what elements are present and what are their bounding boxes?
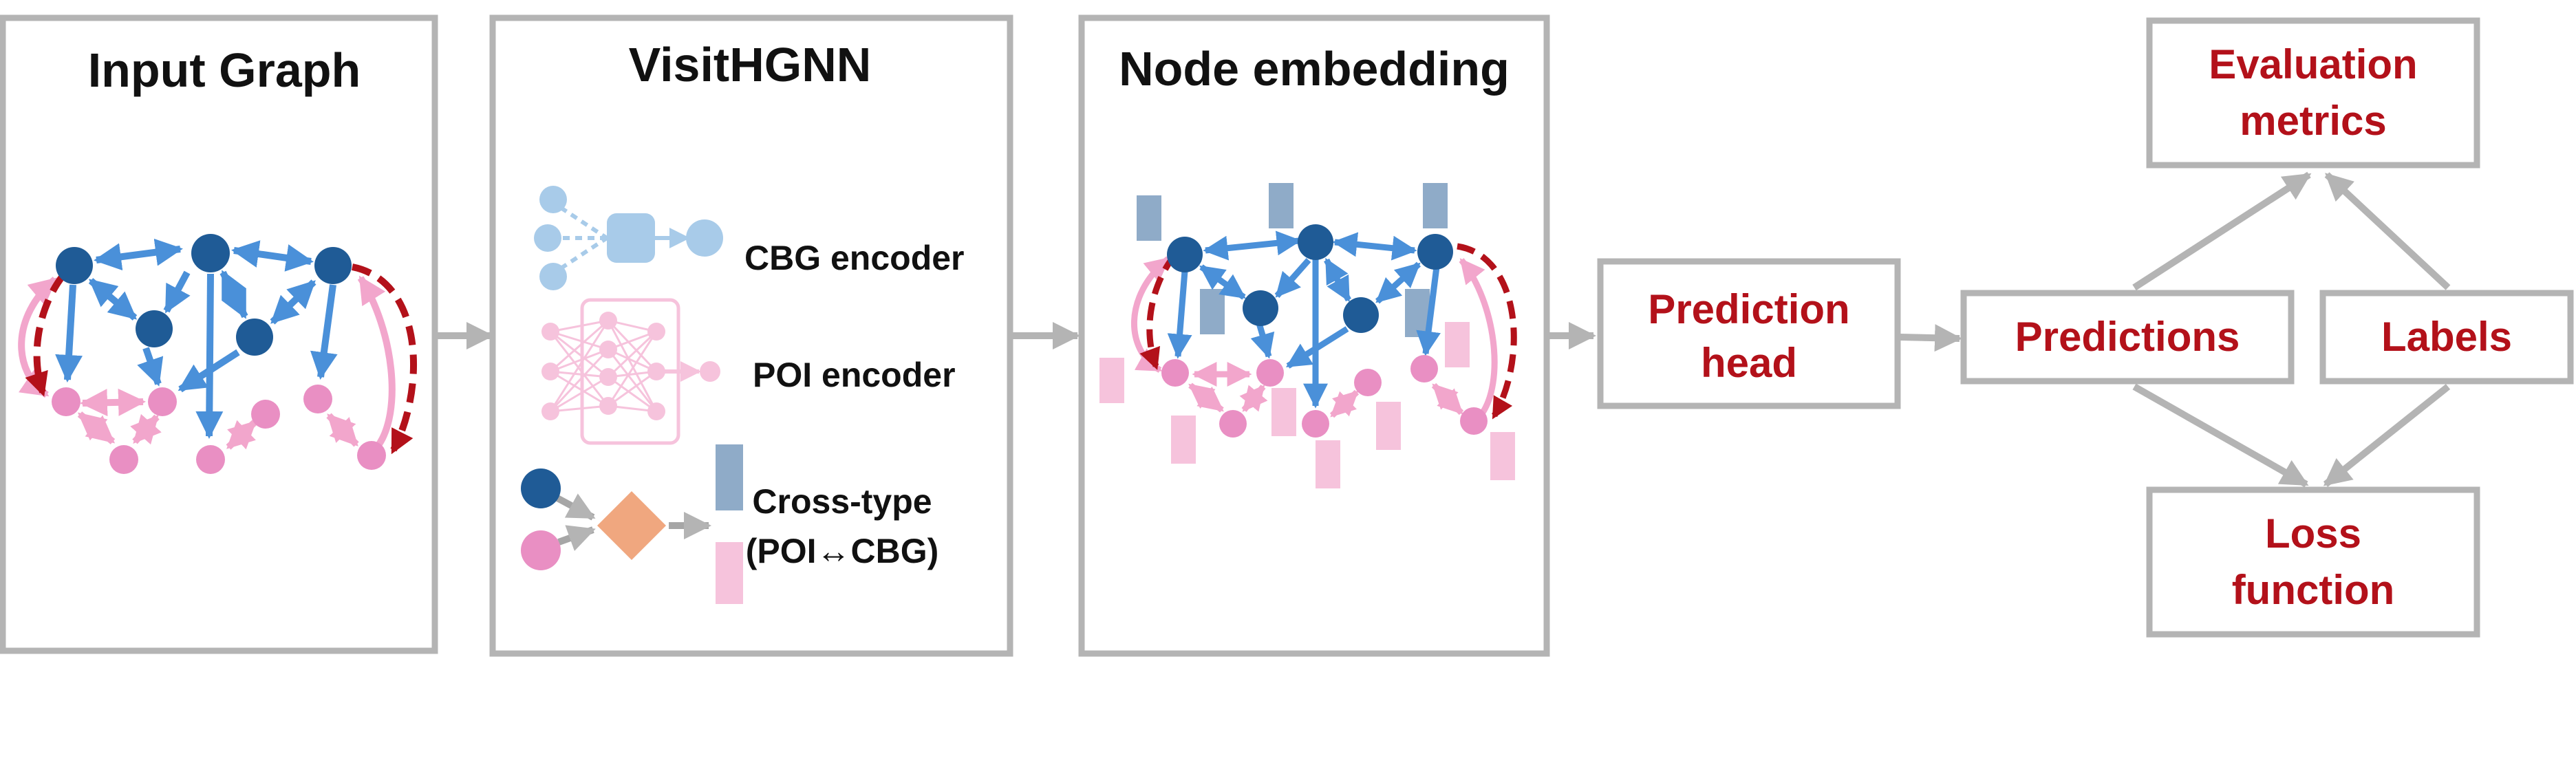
loss-function-box: Loss function: [2146, 486, 2480, 638]
loss-function-label: Loss: [2265, 510, 2361, 557]
evaluation-metrics-label: Evaluation: [2209, 41, 2417, 87]
poi-node: [1256, 359, 1284, 387]
cbg-node: [314, 247, 352, 284]
cross-type-label: Cross-type: [752, 482, 932, 521]
poi-node: [1161, 359, 1189, 387]
input-graph-panel: Input Graph: [0, 14, 438, 654]
poi-node: [357, 441, 386, 470]
labels-box: Labels: [2319, 290, 2574, 385]
poi-node: [196, 445, 225, 474]
cross-type-icon: [521, 444, 743, 604]
arrow-labels-to-metrics: [2324, 172, 2451, 290]
poi-embedding-vector: [1171, 416, 1196, 464]
evaluation-metrics-box: Evaluation metrics: [2146, 17, 2480, 169]
cbg-node: [1343, 297, 1379, 333]
poi-node: [1302, 410, 1329, 438]
poi-node: [303, 385, 332, 413]
input-graph-edges: [18, 238, 417, 455]
cbg-node: [56, 247, 93, 284]
cbg-node: [136, 310, 173, 347]
arrow-head-to-predictions: [1900, 324, 1962, 352]
input-graph-nodes: [52, 234, 386, 474]
embedding-nodes: [1161, 224, 1488, 438]
poi-node: [109, 445, 138, 474]
poi-encoder-icon: [541, 298, 720, 445]
poi-node: [1410, 355, 1438, 382]
connector-arrows: [2132, 171, 2451, 488]
cross-type-sublabel: (POI↔CBG): [746, 532, 939, 570]
poi-embedding-vector: [1316, 440, 1340, 488]
poi-node: [1219, 410, 1247, 438]
poi-embedding-vector: [1099, 358, 1124, 403]
poi-embedding-vector: [1271, 388, 1296, 436]
prediction-head-box: Prediction head: [1597, 258, 1901, 409]
poi-node: [148, 387, 177, 416]
cbg-node: [236, 319, 273, 356]
arrow-labels-to-loss: [2323, 384, 2451, 487]
cbg-node: [1243, 290, 1278, 326]
prediction-head-label: Prediction: [1648, 286, 1849, 332]
cbg-embedding-vector: [1423, 183, 1448, 228]
cbg-embedding-vector: [1137, 195, 1161, 241]
embedding-edges: [1130, 230, 1517, 420]
predictions-box: Predictions: [1960, 290, 2295, 385]
input-graph-title: Input Graph: [88, 43, 361, 97]
labels-label: Labels: [2381, 314, 2512, 360]
cbg-node: [1298, 224, 1333, 260]
visithgnn-title: VisitHGNN: [629, 38, 872, 91]
loss-function-sublabel: function: [2232, 567, 2395, 613]
poi-node: [251, 400, 280, 429]
arrow-predictions-to-loss: [2132, 383, 2309, 488]
poi-embedding-vector: [1376, 402, 1401, 450]
node-embedding-title: Node embedding: [1119, 42, 1510, 96]
poi-embedding-vector: [1445, 322, 1470, 367]
prediction-head-sublabel: head: [1701, 340, 1797, 386]
input-graph-frame: [0, 14, 438, 654]
poi-encoder-label: POI encoder: [753, 356, 956, 394]
cbg-embedding-vector: [1269, 183, 1294, 228]
poi-node: [1460, 407, 1488, 435]
cbg-embedding-vector: [1200, 289, 1225, 334]
evaluation-metrics-sublabel: metrics: [2240, 98, 2386, 144]
predictions-label: Predictions: [2015, 314, 2240, 360]
cbg-encoder-label: CBG encoder: [744, 239, 965, 277]
poi-embedding-vector: [1490, 432, 1515, 480]
poi-node: [52, 387, 80, 416]
cbg-encoder-icon: [534, 186, 723, 290]
poi-node: [1354, 369, 1382, 396]
cbg-node: [1167, 237, 1203, 272]
arrow-predictions-to-metrics: [2132, 171, 2312, 291]
node-embedding-panel: Node embedding: [1078, 14, 1550, 657]
cbg-node: [1417, 234, 1453, 270]
cbg-node: [191, 234, 230, 272]
visithgnn-panel: VisitHGNN CBG encoder: [489, 14, 1013, 657]
